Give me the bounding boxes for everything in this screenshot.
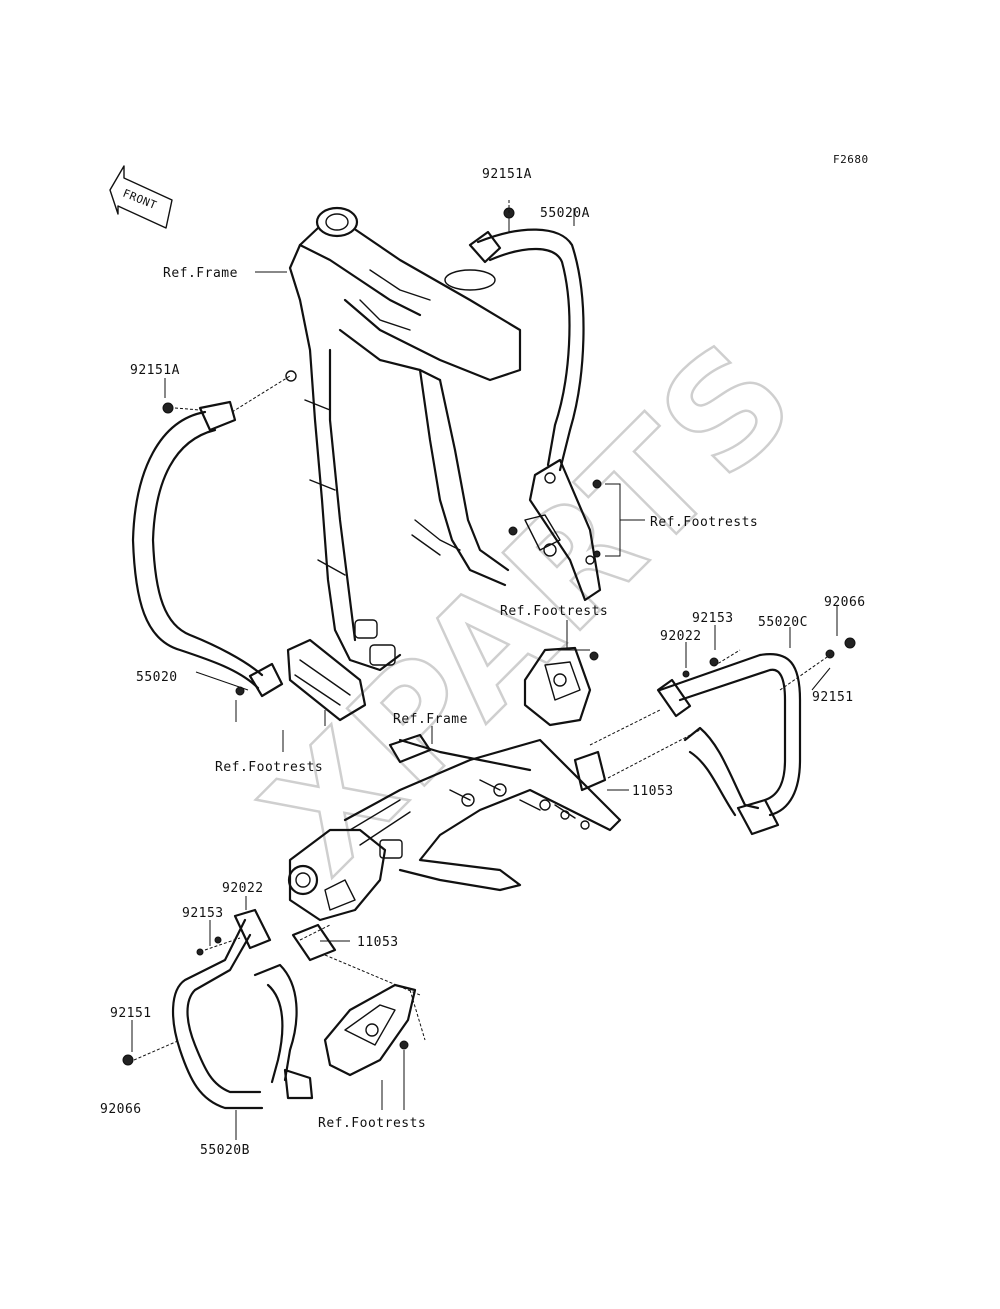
callout-92153-left: 92153	[182, 906, 224, 921]
engine-guard-55020	[131, 370, 367, 722]
callout-92022-left: 92022	[222, 881, 264, 896]
callout-ref-frame-top: Ref.Frame	[163, 266, 238, 281]
callout-11053-right: 11053	[632, 784, 674, 799]
callout-55020c: 55020C	[758, 615, 808, 630]
callout-92151a-left: 92151A	[130, 363, 180, 378]
callout-92151a-top: 92151A	[482, 167, 532, 182]
footrest-bracket-mid	[523, 646, 599, 727]
callout-11053-left: 11053	[357, 935, 399, 950]
callout-ref-footrests-bottom: Ref.Footrests	[318, 1116, 426, 1131]
main-frame-drawing	[288, 206, 522, 672]
callout-92153-right: 92153	[692, 611, 734, 626]
callout-92066-lower: 92066	[100, 1102, 142, 1117]
callout-55020: 55020	[136, 670, 178, 685]
callout-55020a: 55020A	[540, 206, 590, 221]
callout-ref-footrests-right: Ref.Footrests	[650, 515, 758, 530]
front-arrow-label: FRONT	[121, 187, 159, 212]
callout-92151-lower: 92151	[110, 1006, 152, 1021]
callout-92066-right: 92066	[824, 595, 866, 610]
figure-code: F2680	[833, 153, 869, 166]
callout-ref-frame-mid: Ref.Frame	[393, 712, 468, 727]
callout-55020b: 55020B	[200, 1143, 250, 1158]
subframe-drawing	[287, 733, 622, 922]
callout-labels: F2680 92151A 55020A Ref.Frame 92151A Ref…	[100, 153, 869, 1158]
callout-ref-footrests-left: Ref.Footrests	[215, 760, 323, 775]
leader-lines	[131, 208, 838, 1140]
callout-92151-right: 92151	[812, 690, 854, 705]
engine-guard-55020c	[589, 637, 856, 836]
front-arrow-icon: FRONT	[109, 165, 173, 229]
footrest-bracket-lower	[291, 923, 426, 1077]
callout-ref-footrests-mid: Ref.Footrests	[500, 604, 608, 619]
engine-guard-55020a	[468, 200, 602, 602]
engine-guard-55020b	[122, 908, 331, 1110]
callout-92022-right: 92022	[660, 629, 702, 644]
